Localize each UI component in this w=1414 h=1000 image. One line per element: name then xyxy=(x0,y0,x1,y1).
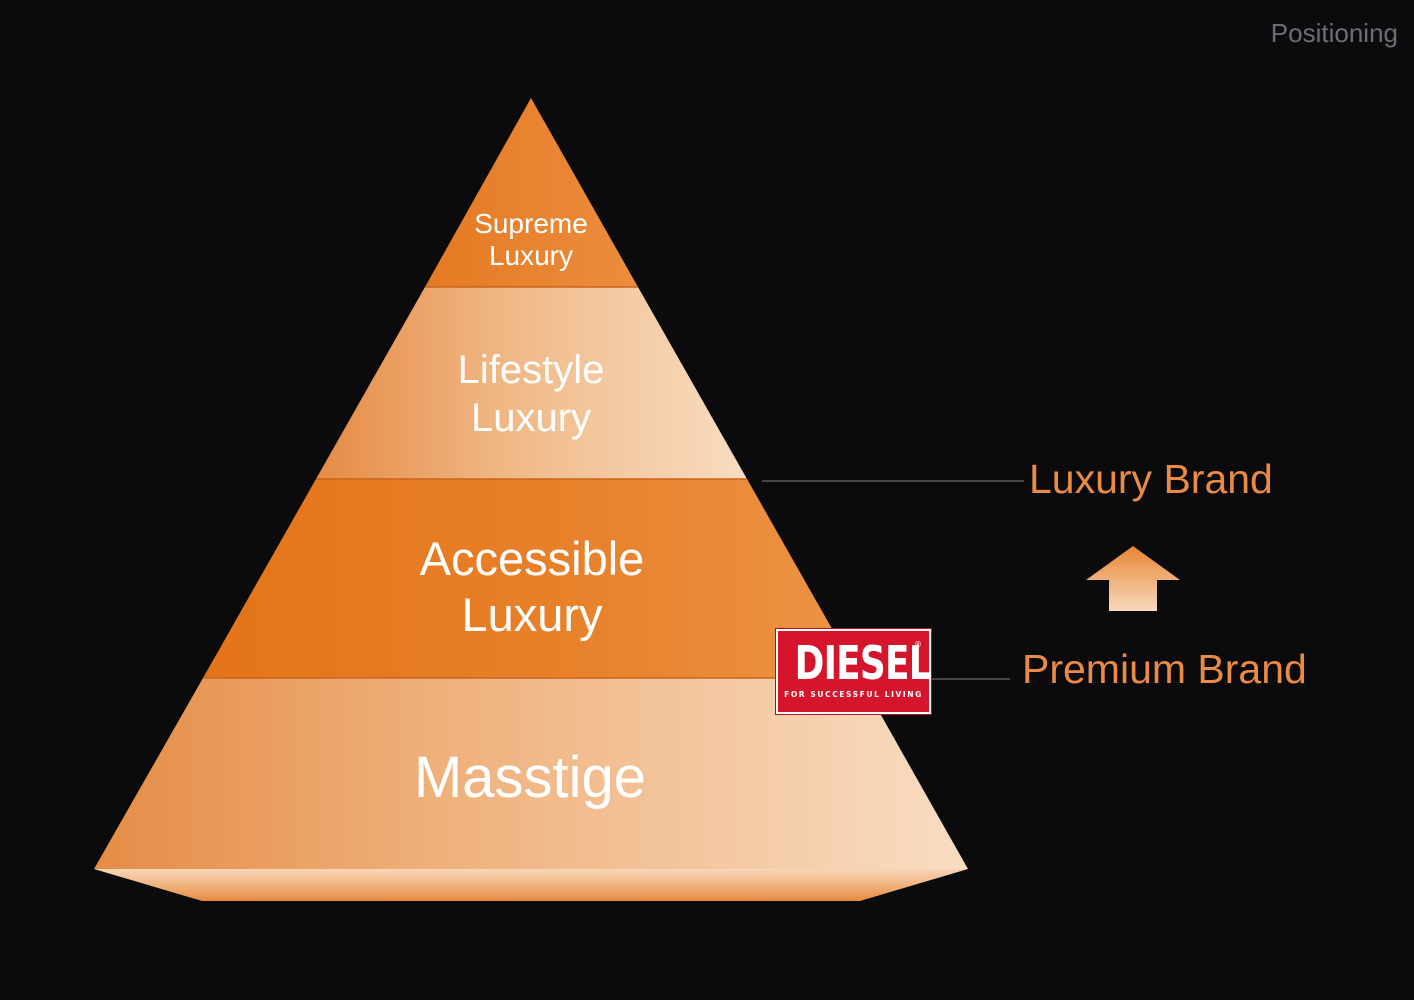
tier-accessible-luxury xyxy=(203,479,860,678)
tier-label-accessible-luxury: Accessible Luxury xyxy=(420,531,645,643)
tier-label-line: Accessible xyxy=(419,532,645,585)
tier-label-line: Luxury xyxy=(488,240,574,272)
section-label: Positioning xyxy=(1270,18,1398,48)
registered-mark: ® xyxy=(914,640,922,649)
tier-label-line: Luxury xyxy=(461,588,603,641)
tier-label-supreme-luxury: Supreme Luxury xyxy=(474,208,588,272)
logo-tagline: FOR SUCCESSFUL LIVING xyxy=(784,690,923,699)
tier-label-line: Masstige xyxy=(413,745,647,810)
premium-brand-label: Premium Brand xyxy=(1022,646,1307,692)
diesel-logo: DIESEL ® FOR SUCCESSFUL LIVING xyxy=(775,628,932,715)
luxury-brand-label: Luxury Brand xyxy=(1029,456,1273,502)
tier-label-line: Lifestyle xyxy=(457,348,605,392)
tier-label-line: Luxury xyxy=(470,396,592,440)
tier-label-line: Supreme xyxy=(474,208,588,239)
tier-label-masstige: Masstige xyxy=(414,745,646,812)
pyramid-base xyxy=(94,869,968,901)
up-arrow-icon xyxy=(1086,546,1180,611)
tier-masstige xyxy=(94,678,968,869)
logo-wordmark: DIESEL xyxy=(794,636,932,690)
tier-supreme-luxury xyxy=(425,98,638,287)
tier-label-lifestyle-luxury: Lifestyle Luxury xyxy=(458,346,605,442)
tier-lifestyle-luxury xyxy=(316,287,747,479)
